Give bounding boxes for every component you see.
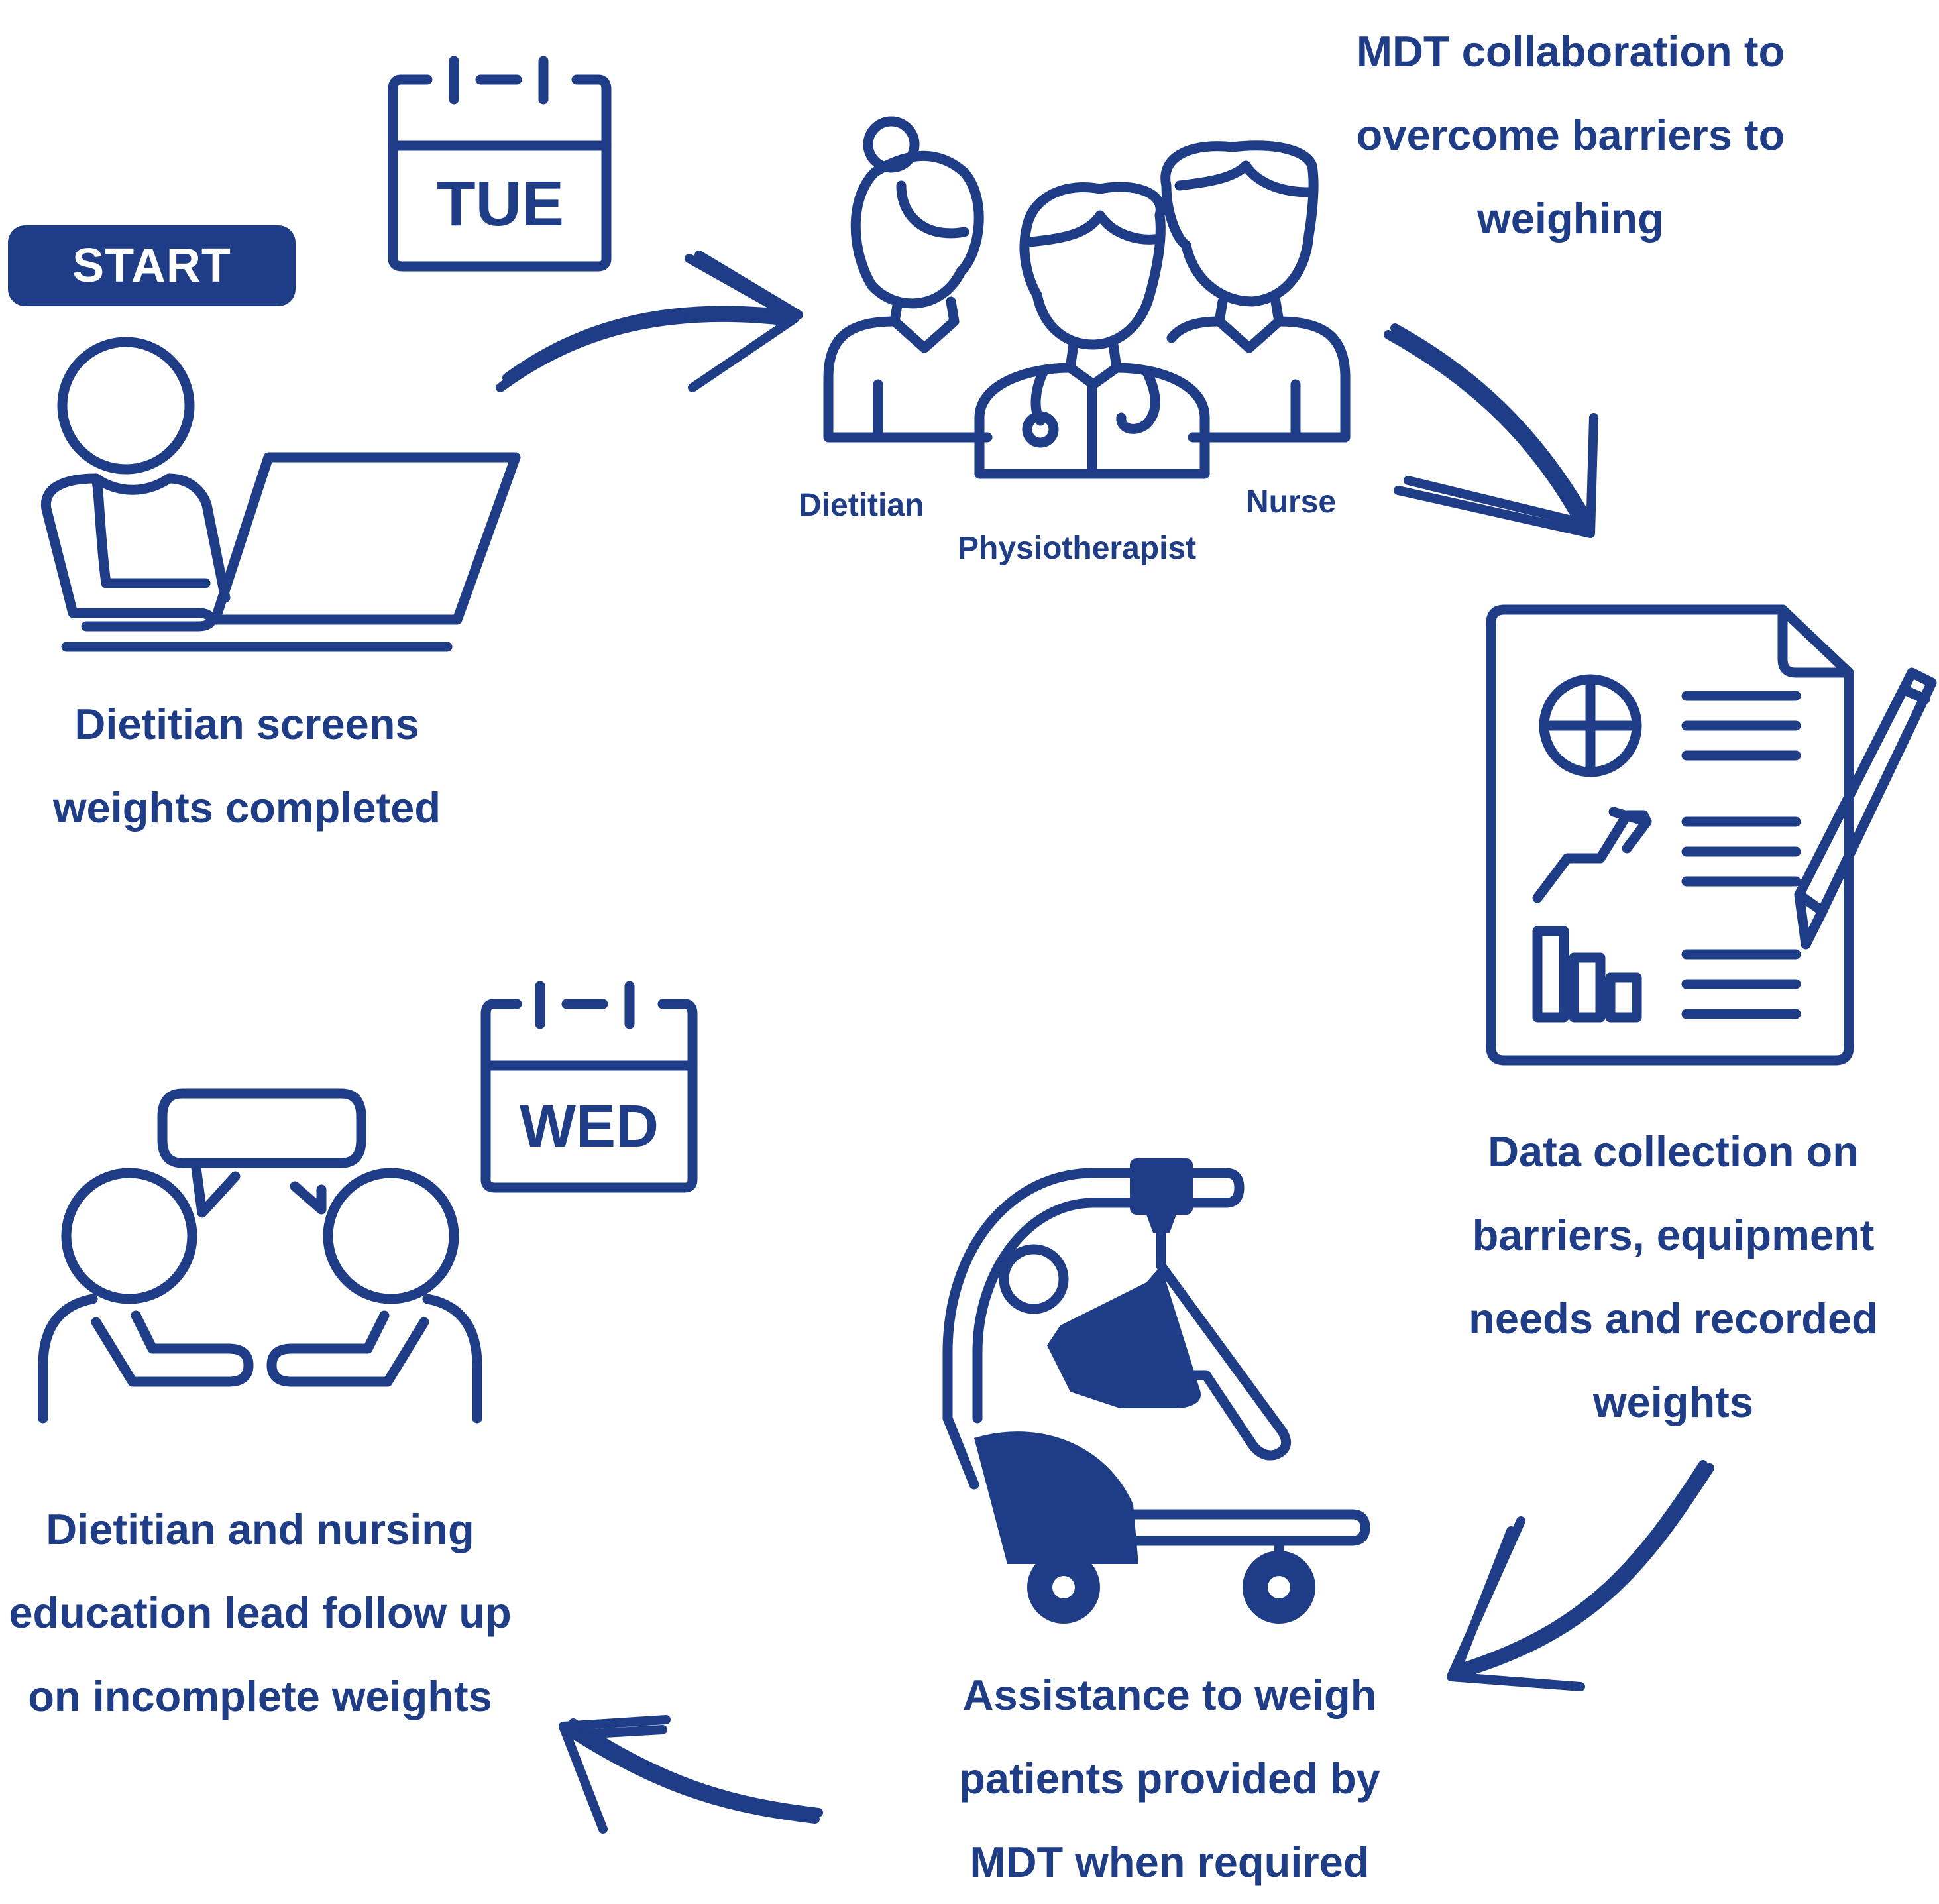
calendar-wed-icon: WED (480, 981, 698, 1193)
conversation-icon (38, 1088, 482, 1424)
arrow-to-mdt-icon (496, 251, 803, 392)
patient-hoist-icon (942, 1158, 1370, 1624)
start-badge: START (8, 225, 296, 306)
arrow-to-followup-icon (559, 1715, 823, 1834)
role-physiotherapist-label: Physiotherapist (958, 531, 1197, 566)
data-report-icon (1486, 604, 1937, 1066)
step-followup-caption: Dietitian and nursing education lead fol… (9, 1505, 512, 1720)
person-laptop-icon (40, 337, 521, 652)
day-wed-label: WED (520, 1093, 659, 1160)
step-mdt-caption: MDT collaboration to overcome barriers t… (1356, 27, 1785, 243)
calendar-tue-icon: TUE (388, 56, 612, 272)
role-dietitian-label: Dietitian (799, 488, 924, 523)
role-nurse-label: Nurse (1246, 484, 1337, 520)
arrow-to-data-icon (1384, 323, 1598, 538)
step-screen-caption: Dietitian screens weights completed (52, 700, 441, 832)
arrow-to-assist-icon (1447, 1460, 1714, 1691)
step-assist-caption: Assistance to weigh patients provided by… (959, 1671, 1380, 1886)
step-data-caption: Data collection on barriers, equipment n… (1468, 1127, 1878, 1426)
day-tue-label: TUE (437, 168, 564, 239)
start-label: START (72, 239, 231, 292)
mdt-team-icon (823, 116, 1351, 479)
